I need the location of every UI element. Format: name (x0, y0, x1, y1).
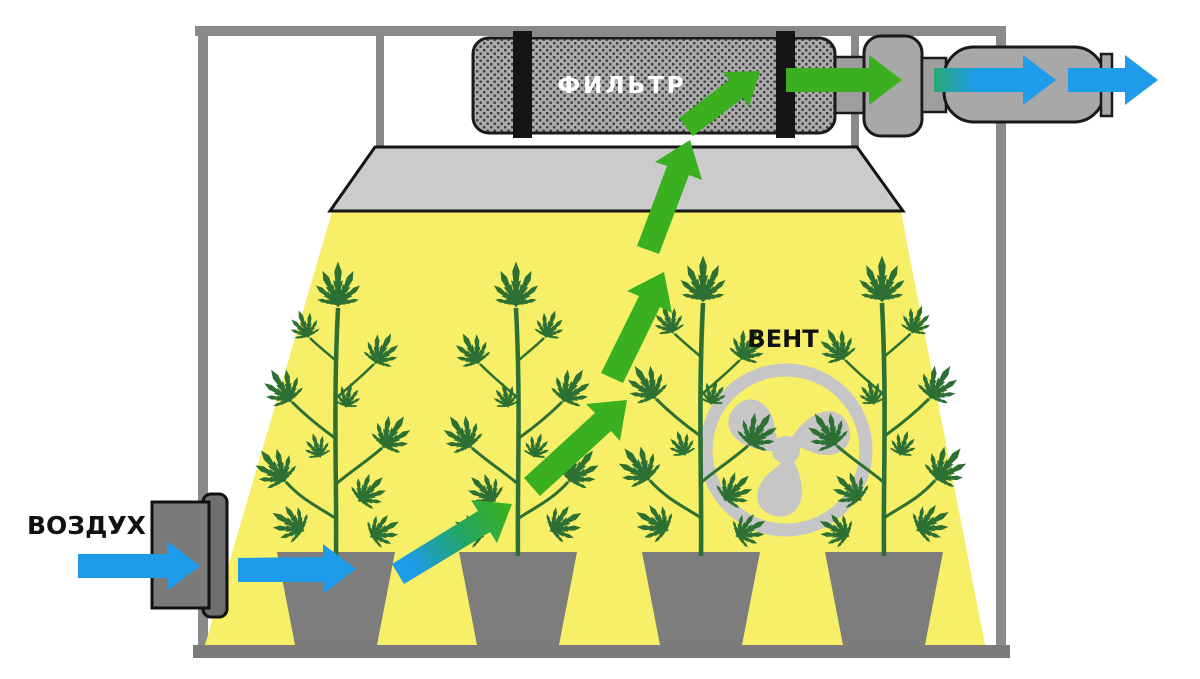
pot-4 (825, 552, 943, 645)
tent-left-wall (198, 26, 208, 658)
pot-3 (642, 552, 760, 645)
filter-strap-left (513, 31, 532, 138)
rising-air-arrow-2 (601, 272, 672, 383)
tent-right-wall (996, 26, 1006, 658)
intake-air-arrow-outside (78, 541, 200, 591)
filter-strap-right (776, 31, 795, 138)
carbon-filter-label: ФИЛЬТР (557, 73, 686, 99)
exhaust-air-arrow-out (1068, 55, 1158, 105)
warming-air-arrow (392, 500, 512, 584)
grow-light-hood (327, 145, 906, 213)
air-intake-label: ВОЗДУХ (27, 511, 146, 540)
lamp-hanger-left (376, 36, 384, 148)
rising-air-arrow-1 (524, 400, 627, 496)
tent-floor (193, 645, 1010, 658)
airflow-arrows (78, 55, 1158, 594)
exhaust-air-arrow-duct (934, 55, 1056, 105)
filter-entry-arrow (679, 71, 760, 136)
carbon-filter (471, 31, 837, 138)
rising-air-arrow-3 (637, 140, 702, 254)
circulation-fan-label: ВЕНТ (747, 325, 819, 353)
tent-top-wall (195, 26, 1006, 36)
pot-2 (459, 552, 577, 645)
filter-exit-arrow (786, 55, 902, 105)
tent-frame (193, 26, 1010, 658)
intake-air-arrow-inside (238, 544, 356, 594)
